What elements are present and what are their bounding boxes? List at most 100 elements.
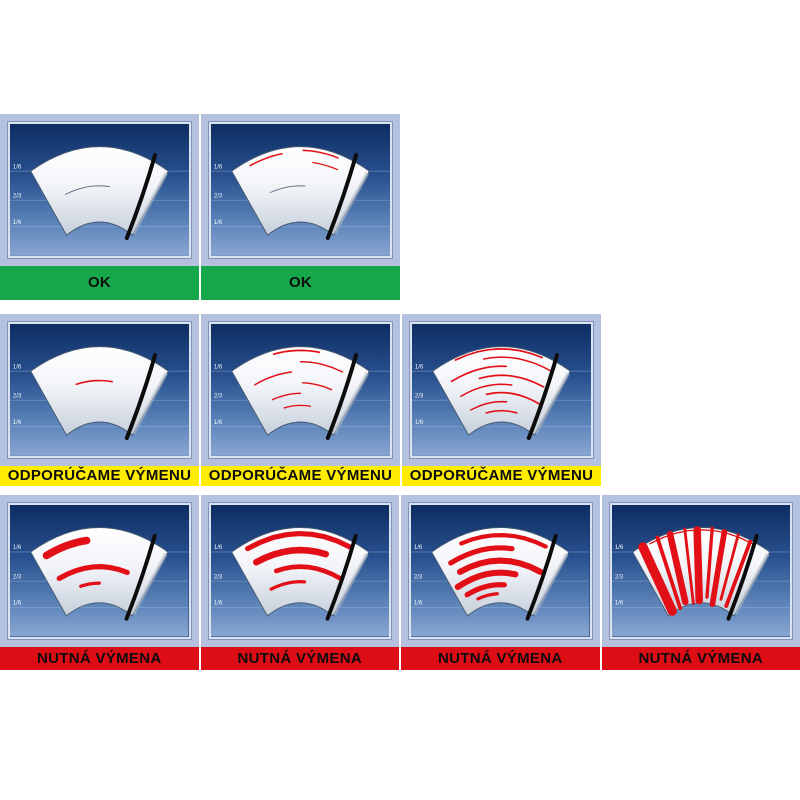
wear-streak [704,526,714,599]
wipe-area [30,346,169,436]
wear-streak [271,392,302,401]
scale-mark-top: 1/6 [214,163,223,170]
wear-streak [654,535,682,610]
streaks-layer [450,348,554,414]
wear-streak [312,161,339,171]
wiper-blade-icon [526,353,560,440]
status-label: NUTNÁ VÝMENA [0,646,199,670]
streaks-layer [254,349,344,409]
wear-streak [252,546,329,566]
wear-streak [723,539,752,608]
status-label: NUTNÁ VÝMENA [200,646,399,670]
status-text: ODPORÚČAME VÝMENU [7,467,192,485]
windshield-graphic: 1/6 2/3 1/6 [412,324,591,456]
wiper-cell: 1/6 2/3 1/6 NUTNÁ VÝMENA [0,495,199,670]
wipe-area-right-shading [532,552,569,615]
status-label: ODPORÚČAME VÝMENU [402,465,601,486]
streaks-layer [64,185,110,195]
streaks-layer [249,149,339,193]
wear-streak [648,529,753,545]
wear-streak [682,527,695,605]
wear-streak [456,557,544,575]
wear-streak [454,569,519,590]
wear-streak [249,153,283,167]
wiper-cell: 1/6 2/3 1/6 NUTNÁ VÝMENA [200,495,399,670]
wipe-area [230,527,369,617]
scale-mark-bottom: 1/6 [13,600,22,607]
row-ok: 1/6 2/3 1/6 OK 1/6 [0,114,400,300]
wear-streak [448,545,515,566]
wipe-area-right-shading [332,372,370,435]
row-recommend-replacement: 1/6 2/3 1/6 ODPORÚČAME VÝMENU [0,314,601,486]
windshield-graphic: 1/6 2/3 1/6 [10,324,189,456]
wiper-cell: 1/6 2/3 1/6 ODPORÚČAME VÝMENU [402,314,601,486]
scale-mark-bottom: 1/6 [214,219,223,226]
scale-mark-middle: 2/3 [13,192,22,199]
scale-mark-top: 1/6 [614,544,623,551]
scale-mark-top: 1/6 [13,544,22,551]
wipe-area-right-shading [533,372,571,435]
scale-mark-middle: 2/3 [13,573,22,580]
wear-streak [637,542,677,616]
wear-streak [283,404,311,409]
scale-mark-middle: 2/3 [214,392,223,399]
wear-streak [302,149,339,159]
windshield-graphic: 1/6 2/3 1/6 [211,124,390,256]
wiper-cell: 1/6 2/3 1/6 OK [0,114,199,300]
wear-streak [459,533,548,549]
windshield-graphic: 1/6 2/3 1/6 [210,505,389,637]
status-label: OK [201,265,400,300]
scale-mark-bottom: 1/6 [13,219,22,226]
windshield-frame: 1/6 2/3 1/6 [410,322,593,458]
streaks-layer [637,526,753,616]
wipe-area-right-shading [332,172,370,235]
status-text: ODPORÚČAME VÝMENU [409,467,594,485]
wiper-cell: 1/6 2/3 1/6 ODPORÚČAME VÝMENU [0,314,199,486]
wear-streak [470,400,508,411]
status-text: NUTNÁ VÝMENA [638,649,763,667]
wiper-panel: 1/6 2/3 1/6 [601,495,800,647]
windshield-frame: 1/6 2/3 1/6 [8,122,191,258]
windshield-graphic: 1/6 2/3 1/6 [211,324,390,456]
wiper-cell: 1/6 2/3 1/6 OK [201,114,400,300]
wipe-area-right-shading [131,552,168,615]
wipe-area [30,146,169,236]
wiper-panel: 1/6 2/3 1/6 [0,495,199,647]
wear-streak [254,371,293,386]
wiper-panel: 1/6 2/3 1/6 [200,495,399,647]
wiper-blade-icon [325,534,358,621]
windshield-frame: 1/6 2/3 1/6 [8,322,191,458]
status-label: ODPORÚČAME VÝMENU [0,465,199,486]
wiper-cell: 1/6 2/3 1/6 NUTNÁ VÝMENA [601,495,800,670]
wear-streak [268,580,306,591]
wear-streak [64,185,110,195]
wipe-area-right-shading [732,552,770,615]
wear-streak [273,564,343,581]
scale-mark-middle: 2/3 [415,392,424,399]
wipe-area-right-shading [131,172,169,235]
wear-streak [719,533,740,601]
scale-mark-bottom: 1/6 [614,600,623,607]
wear-streak [460,383,513,398]
wiper-blade-icon [124,353,158,440]
wiper-blade-icon [124,153,158,240]
windshield-frame: 1/6 2/3 1/6 [208,503,391,639]
wear-streak [709,529,727,608]
wiper-panel: 1/6 2/3 1/6 [402,314,601,466]
scale-mark-middle: 2/3 [614,573,623,580]
scale-mark-bottom: 1/6 [415,419,424,426]
wear-streak [666,530,689,606]
scale-mark-top: 1/6 [415,363,424,370]
wiper-panel: 1/6 2/3 1/6 [0,314,199,466]
streaks-layer [42,536,130,588]
status-label: OK [0,265,199,300]
wear-streak [299,360,344,373]
wear-streak [485,391,540,405]
scale-mark-middle: 2/3 [13,392,22,399]
wear-streak [270,185,306,193]
scale-mark-bottom: 1/6 [414,600,423,607]
streaks-layer [448,533,548,601]
wear-streak [272,349,321,356]
status-text: ODPORÚČAME VÝMENU [208,467,393,485]
